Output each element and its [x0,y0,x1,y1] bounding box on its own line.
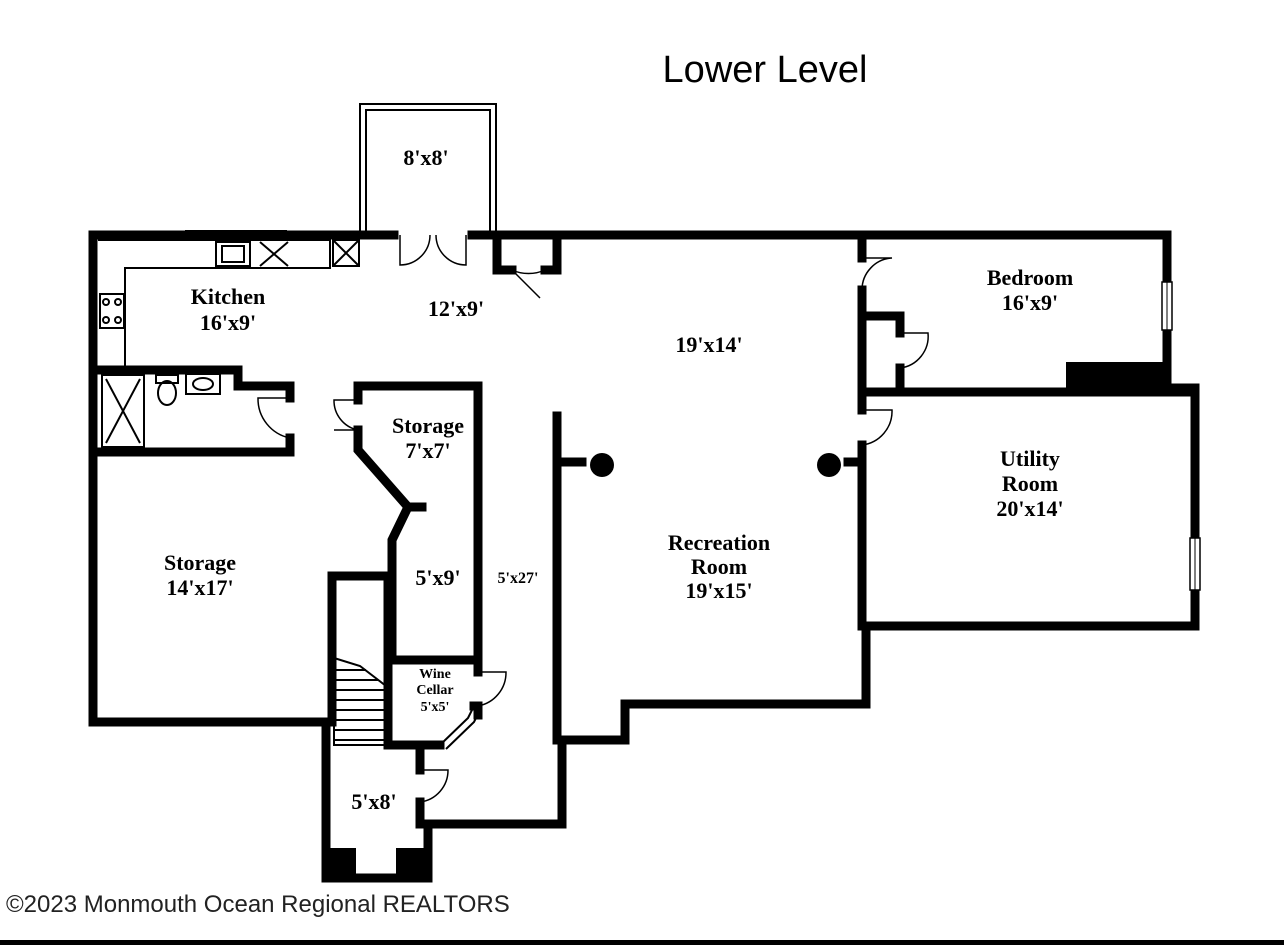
utility-label-line1: Utility [1000,446,1060,471]
doors [257,234,929,803]
bedroom-label: Bedroom [987,265,1073,290]
structural-blocks [326,362,1170,880]
bottom-rule [0,940,1284,945]
windows [439,281,1201,750]
recreation-size: 19'x15' [685,578,752,603]
recreation-label-line1: Recreation [668,530,770,555]
kitchen-counters [98,230,360,370]
storage-large-label: Storage [164,550,236,575]
staircase [333,656,387,746]
support-column [590,453,614,477]
support-column [817,453,841,477]
utility-label-line2: Room [1002,471,1058,496]
deck-size: 8'x8' [403,145,448,170]
plan-title: Lower Level [663,49,868,91]
bathroom-fixtures [101,373,221,448]
exterior-walls [88,230,1200,883]
copyright-notice: ©2023 Monmouth Ocean Regional REALTORS [6,891,510,918]
hall-size: 5'x27' [498,570,539,587]
storage-small-size: 7'x7' [405,438,450,463]
closet-size: 5'x9' [415,565,460,590]
foyer-size: 12'x9' [428,296,484,321]
utility-size: 20'x14' [996,496,1063,521]
deck-outline [359,103,497,235]
family-area-size: 19'x14' [675,332,742,357]
entry-size: 5'x8' [351,789,396,814]
wine-cellar-size: 5'x5' [421,700,450,715]
storage-small-label: Storage [392,413,464,438]
recreation-label-line2: Room [691,554,747,579]
wine-cellar-label-line1: Wine [419,667,451,682]
kitchen-label: Kitchen [191,284,266,309]
wine-cellar-label-line2: Cellar [416,683,453,698]
storage-large-size: 14'x17' [166,575,233,600]
interior-walls [93,235,1193,829]
kitchen-size: 16'x9' [200,310,256,335]
bedroom-size: 16'x9' [1002,290,1058,315]
